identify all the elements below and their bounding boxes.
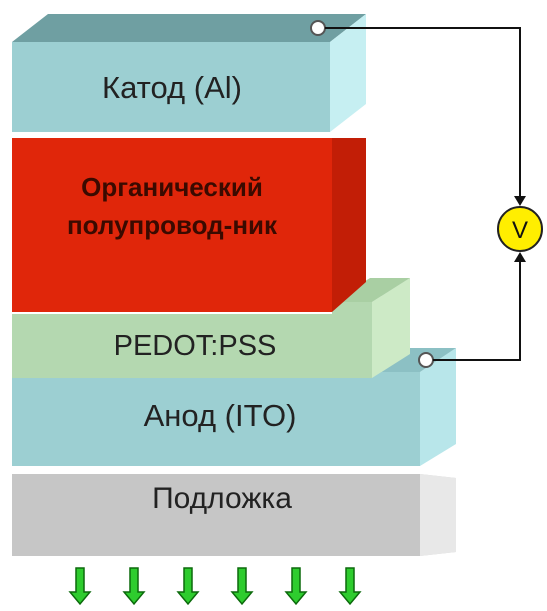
light-arrow (338, 567, 362, 606)
cathode-label: Катод (Al) (102, 70, 242, 105)
pedot-label: PEDOT:PSS (114, 330, 277, 362)
substrate-layer: Подложка (12, 474, 456, 556)
anode-layer: Анод (ITO) (12, 348, 456, 466)
arrow-head-up (514, 252, 526, 262)
anode-contact-terminal (418, 352, 434, 368)
voltmeter-circle (497, 206, 543, 252)
voltmeter-label: V (512, 217, 528, 244)
cathode-contact-terminal (310, 20, 326, 36)
anode-label: Анод (ITO) (144, 398, 297, 433)
cathode-layer: Катод (Al) (12, 14, 366, 132)
light-arrow (230, 567, 254, 606)
light-arrow (284, 567, 308, 606)
pedot-layer: PEDOT:PSS (12, 278, 410, 378)
circuit-wires (325, 27, 521, 361)
organic-label-line1: Органический (81, 172, 263, 202)
organic-label-line2: полупровод-ник (67, 210, 278, 240)
arrow-head-down (514, 196, 526, 206)
substrate-label: Подложка (152, 482, 292, 515)
light-arrow (68, 567, 92, 606)
light-arrow (122, 567, 146, 606)
voltmeter: V (497, 206, 543, 252)
light-emission-arrows (68, 567, 362, 606)
light-arrow (176, 567, 200, 606)
organic-layer: Органический полупровод-ник (12, 138, 366, 312)
